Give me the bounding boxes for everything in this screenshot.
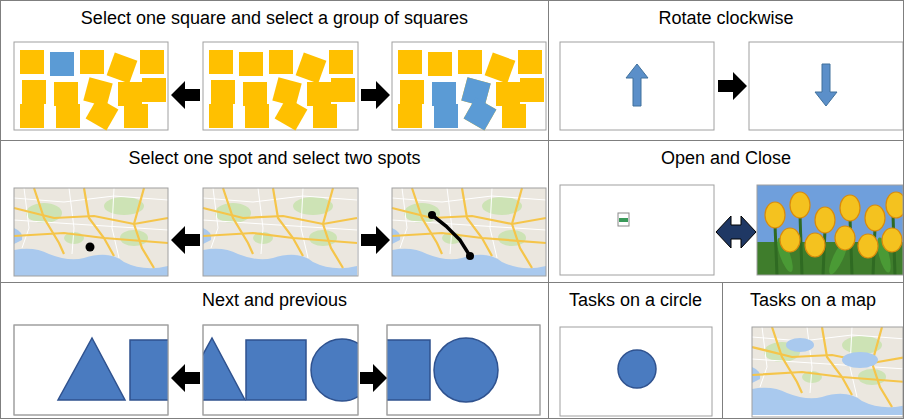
square-frames: [464, 98, 497, 131]
square-frames: [398, 50, 544, 130]
task-frames: [842, 352, 878, 368]
map-frames: [203, 188, 357, 276]
map-frames: [14, 188, 168, 276]
panel-heading: Next and previous: [1, 290, 548, 311]
panel-heading: Tasks on a map: [723, 290, 903, 311]
shape-frames: [387, 325, 540, 415]
panel-heading: Select one spot and select two spots: [1, 148, 548, 169]
transition-arrows: [361, 226, 390, 254]
open-close-frames: [882, 228, 902, 252]
map-frames: [392, 188, 546, 276]
transition-arrows: [171, 72, 747, 392]
map-frames: [432, 215, 470, 256]
shape-frames: [203, 338, 358, 401]
open-close-frames: [757, 185, 903, 275]
square-frames: [50, 52, 74, 76]
rotate-frames: [749, 42, 903, 130]
rotate-frames: [560, 42, 714, 130]
map-frames: [392, 188, 546, 276]
square-frames: [203, 42, 358, 130]
panel: Next and previous: [0, 282, 549, 419]
shape-frames: [14, 325, 168, 415]
rotate-frames: [815, 64, 837, 106]
square-frames: [209, 50, 355, 130]
open-close-frames: [716, 216, 756, 248]
square-frames: [14, 42, 168, 130]
open-close-frames: [757, 185, 903, 275]
map-frames: [86, 243, 95, 252]
task-frames: [786, 338, 814, 352]
transition-arrows: [360, 364, 387, 392]
shape-frames: [434, 338, 498, 402]
task-frames: [752, 327, 903, 417]
square-frames: [432, 82, 456, 106]
panel: Rotate clockwise: [548, 0, 904, 141]
shape-frames: [130, 340, 168, 400]
transition-arrows: [171, 226, 200, 254]
panel: Open and Close: [548, 140, 904, 283]
shape-frames: [58, 338, 168, 400]
shape-frames: [14, 325, 540, 415]
square-frames: [14, 42, 546, 130]
task-frames: [560, 327, 712, 416]
open-close-frames: [800, 215, 802, 275]
shape-frames: [387, 338, 498, 402]
open-close-frames: [886, 192, 903, 218]
task-frames: [752, 327, 903, 415]
shape-frames: [246, 340, 306, 400]
map-frames: [428, 211, 436, 219]
map-frames: [14, 188, 168, 276]
open-close-frames: [560, 185, 904, 276]
panel: Tasks on a map: [722, 282, 904, 419]
square-frames: [20, 50, 166, 130]
shape-frames: [387, 340, 430, 400]
open-close-frames: [865, 205, 885, 231]
rotate-frames: [626, 64, 648, 106]
open-close-frames: [560, 185, 714, 275]
open-close-frames: [619, 218, 628, 222]
open-close-frames: [840, 195, 860, 221]
open-close-frames: [765, 202, 785, 228]
square-frames: [392, 42, 546, 130]
shape-frames: [203, 325, 358, 415]
map-frames: [203, 188, 358, 276]
open-close-frames: [775, 225, 777, 275]
open-close-frames: [858, 234, 878, 258]
panel: Tasks on a circle: [548, 282, 723, 419]
map-frames: [466, 252, 474, 260]
open-close-frames: [815, 207, 835, 233]
panel-heading: Tasks on a circle: [549, 290, 722, 311]
open-close-frames: [780, 228, 800, 252]
panel: Select one square and select a group of …: [0, 0, 549, 141]
panel-heading: Rotate clockwise: [549, 8, 903, 29]
shape-frames: [311, 339, 358, 401]
panel-heading: Select one square and select a group of …: [1, 8, 548, 29]
open-close-frames: [835, 226, 855, 250]
open-close-frames: [790, 192, 810, 218]
shape-frames: [58, 338, 125, 400]
task-frames: [560, 327, 904, 417]
transition-arrows: [361, 81, 390, 109]
map-frames: [14, 188, 546, 276]
panel: Select one spot and select two spots: [0, 140, 549, 283]
open-close-frames: [618, 213, 629, 226]
transition-arrows: [718, 72, 747, 100]
open-close-frames: [765, 192, 903, 258]
task-frames: [618, 350, 656, 388]
open-close-frames: [757, 185, 903, 275]
task-frames: [752, 327, 903, 415]
rotate-frames: [560, 42, 903, 130]
panel-heading: Open and Close: [549, 148, 903, 169]
square-frames: [434, 104, 458, 128]
transition-arrows: [171, 81, 200, 109]
transition-arrows: [171, 364, 200, 392]
open-close-frames: [805, 233, 825, 257]
shape-frames: [58, 338, 498, 402]
shape-frames: [203, 338, 245, 400]
